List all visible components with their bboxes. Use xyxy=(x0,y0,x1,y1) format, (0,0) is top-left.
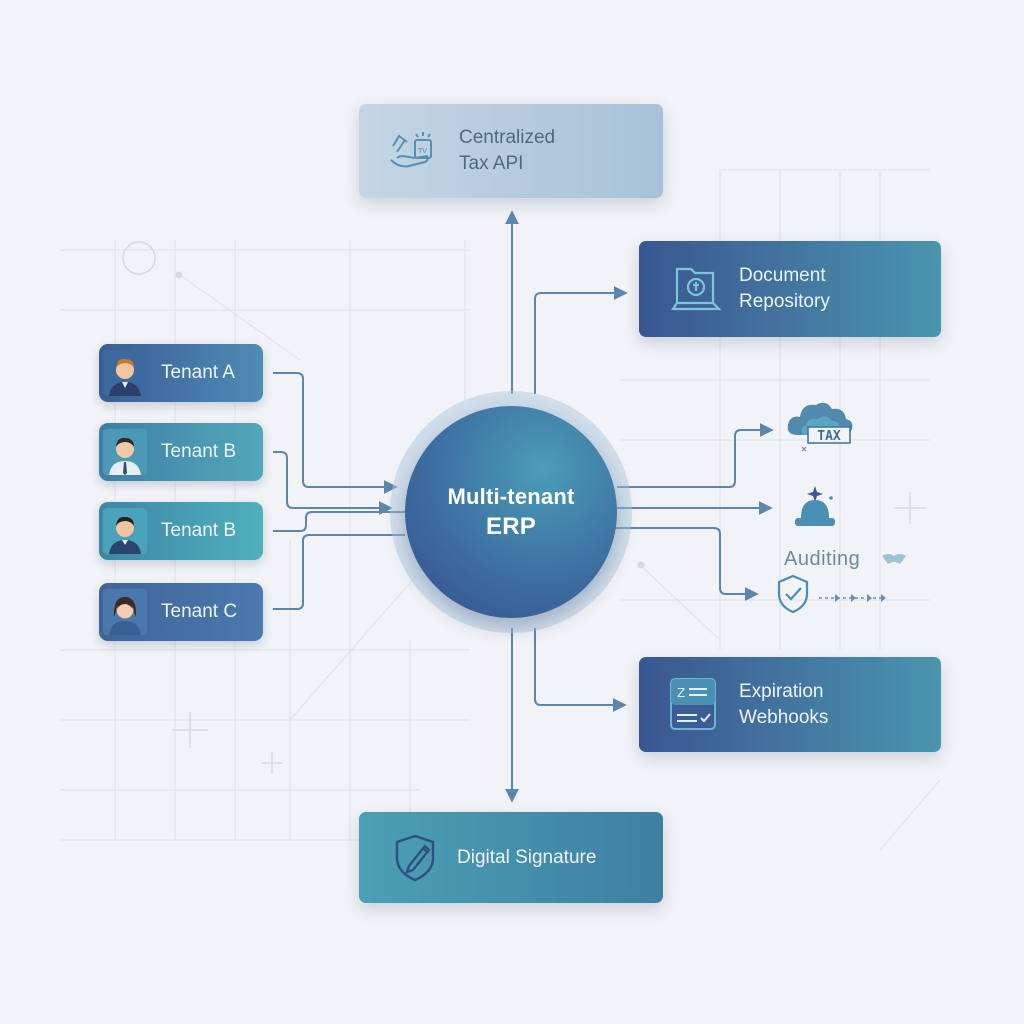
connector-auditing xyxy=(612,527,759,601)
digital-signature-label: Digital Signature xyxy=(457,846,597,868)
tenant-b-label: Tenant B xyxy=(161,520,236,541)
shield-pen-icon xyxy=(395,834,435,881)
tenant-c-label: Tenant C xyxy=(161,601,238,622)
document-repository-node[interactable]: Document Repository xyxy=(639,241,941,337)
connector-cloud-tax xyxy=(617,423,774,488)
connector-tenant-b-1 xyxy=(273,451,393,515)
world-map-icon xyxy=(882,554,906,564)
cloud-tax-text: TAX xyxy=(817,429,841,444)
cloud-tax-icon: TAX xyxy=(787,402,853,452)
document-repository-line1: Document xyxy=(739,265,826,286)
tax-api-node[interactable]: TV Centralized Tax API xyxy=(359,104,663,198)
person-avatar-icon xyxy=(103,429,147,475)
expiration-webhooks-line2: Webhooks xyxy=(739,706,829,728)
connector-tenant-b-2 xyxy=(273,511,405,532)
expiration-webhooks-node[interactable]: Z Expiration Webhooks xyxy=(639,657,941,752)
svg-text:Z: Z xyxy=(677,686,685,700)
digital-signature-node[interactable]: Digital Signature xyxy=(359,812,663,903)
person-avatar-icon xyxy=(103,589,147,635)
connector-document-repository xyxy=(534,286,628,394)
tenant-a-label: Tenant A xyxy=(161,362,235,383)
receipt-hand-icon: TV xyxy=(390,132,432,168)
multi-tenant-erp-hub[interactable]: Multi-tenant ERP xyxy=(405,406,617,618)
document-repository-line2: Repository xyxy=(739,291,830,312)
tax-api-line2: Tax API xyxy=(459,153,524,174)
person-avatar-icon xyxy=(103,508,147,554)
tenant-b-label: Tenant B xyxy=(161,441,236,462)
connector-tenant-a xyxy=(273,372,398,494)
svg-text:TV: TV xyxy=(417,147,427,155)
connector-expiration-webhooks xyxy=(534,628,627,712)
tenant-card-c[interactable]: Tenant C xyxy=(99,583,263,641)
connector-tenant-c xyxy=(273,534,405,610)
hub-line2: ERP xyxy=(486,513,536,540)
auditing-label: Auditing xyxy=(784,548,861,570)
bell-icon xyxy=(795,486,835,526)
expiration-webhooks-line1: Expiration xyxy=(739,680,824,702)
tax-api-line1: Centralized xyxy=(459,127,556,148)
tenant-card-b-2[interactable]: Tenant B xyxy=(99,502,263,560)
shield-check-icon xyxy=(777,574,886,614)
hub-line1: Multi-tenant xyxy=(447,484,575,509)
folder-icon xyxy=(670,267,722,311)
document-check-icon: Z xyxy=(670,677,716,730)
tenant-card-b-1[interactable]: Tenant B xyxy=(99,423,263,481)
person-avatar-icon xyxy=(103,350,147,396)
tenant-card-a[interactable]: Tenant A xyxy=(99,344,263,402)
